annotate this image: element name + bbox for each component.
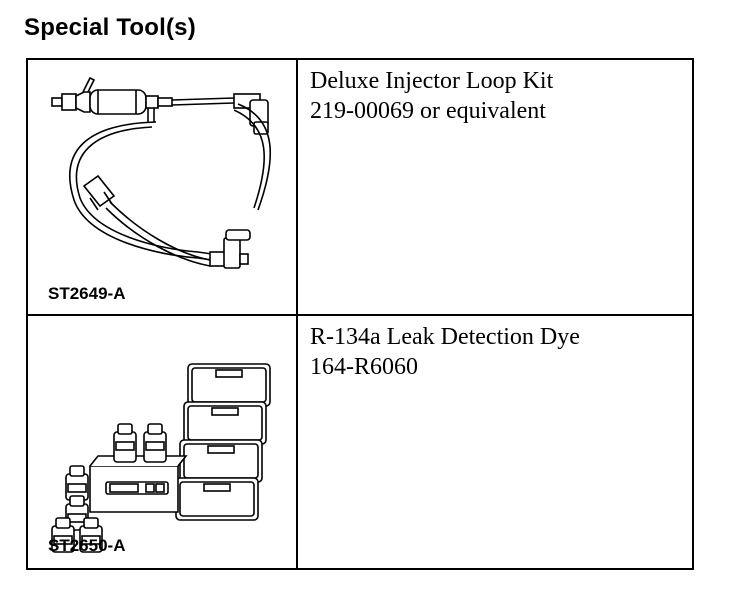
tool-description-cell: R-134a Leak Detection Dye 164-R6060: [298, 316, 692, 568]
tool-name: R-134a Leak Detection Dye: [310, 324, 580, 350]
special-tools-table: ST2649-A Deluxe Injector Loop Kit 219-00…: [26, 58, 694, 570]
page-title: Special Tool(s): [24, 14, 196, 41]
tool-number: 164-R6060: [310, 354, 418, 380]
injector-loop-kit-illustration: [51, 76, 272, 269]
tool-description-cell: Deluxe Injector Loop Kit 219-00069 or eq…: [298, 60, 692, 314]
tool-code: ST2649-A: [48, 284, 126, 303]
tool-image-cell: ST2649-A: [28, 60, 298, 314]
tool-row: ST2649-A Deluxe Injector Loop Kit 219-00…: [28, 60, 692, 316]
tool-name: Deluxe Injector Loop Kit: [310, 68, 554, 94]
leak-detection-dye-illustration: [51, 363, 271, 553]
tool-image-cell: ST2650-A: [28, 316, 298, 568]
tool-code: ST2650-A: [48, 536, 126, 555]
tool-number: 219-00069 or equivalent: [310, 98, 546, 124]
tool-row: ST2650-A R-134a Leak Detection Dye 164-R…: [28, 316, 692, 568]
